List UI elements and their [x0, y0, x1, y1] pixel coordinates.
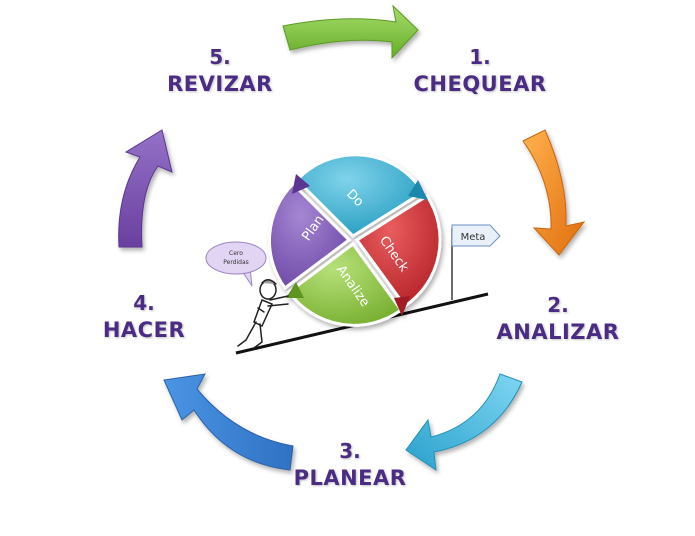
step-title: CHEQUEAR — [413, 72, 547, 96]
step-title: HACER — [102, 318, 186, 342]
arrow-orange — [522, 129, 586, 256]
wheel-arrowhead-analize — [286, 282, 304, 298]
step-analizar: 2. ANALIZAR — [488, 292, 628, 346]
step-number: 3. — [339, 439, 361, 463]
step-chequear: 1. CHEQUEAR — [410, 44, 550, 98]
flag-label: Meta — [461, 232, 486, 243]
pdca-wheel — [267, 153, 442, 327]
wheel-segment-do — [294, 153, 426, 238]
arrow-blue — [163, 373, 294, 471]
meta-flag: Meta — [451, 224, 501, 300]
arrow-cyan — [405, 373, 523, 472]
speech-bubble-line2: Perdidas — [223, 259, 249, 266]
step-title: REVIZAR — [167, 72, 273, 96]
step-number: 4. — [133, 291, 155, 315]
speech-bubble: Cero Perdidas — [205, 241, 267, 287]
step-title: ANALIZAR — [496, 320, 620, 344]
step-planear: 3. PLANEAR — [280, 438, 420, 492]
wheel-segment-check — [354, 193, 442, 309]
step-title: PLANEAR — [293, 466, 407, 490]
speech-bubble-line1: Cero — [229, 250, 243, 257]
step-number: 5. — [209, 45, 231, 69]
wheel-arrowhead-plan — [292, 174, 310, 194]
wheel-arrowhead-do — [408, 180, 428, 200]
wheel-segment-plan — [267, 181, 352, 291]
step-revizar: 5. REVIZAR — [150, 44, 290, 98]
arrow-purple — [118, 129, 173, 248]
step-hacer: 4. HACER — [84, 290, 204, 344]
flag-banner — [451, 224, 501, 247]
arrow-green — [282, 4, 419, 60]
wheel-segment-analize — [286, 241, 404, 327]
step-number: 1. — [469, 45, 491, 69]
step-number: 2. — [547, 293, 569, 317]
pushing-person-icon — [237, 279, 289, 349]
wheel-arrowhead-check — [394, 296, 410, 316]
speech-bubble-body — [205, 241, 267, 275]
